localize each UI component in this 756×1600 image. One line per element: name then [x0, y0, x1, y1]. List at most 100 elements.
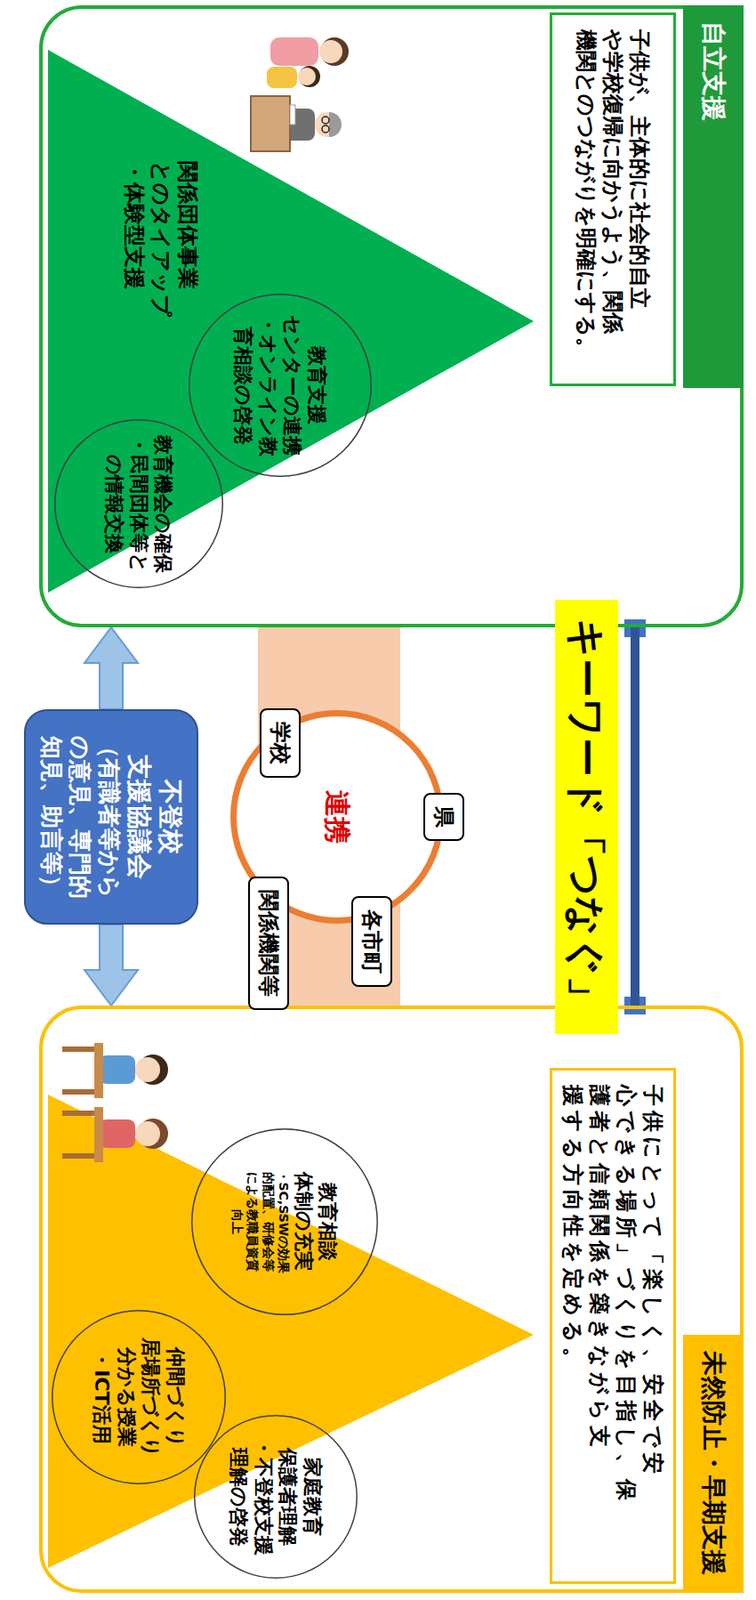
text-line: 子供にとって「楽しく、安全で安	[639, 1084, 667, 1567]
text-line: 向上	[229, 1169, 246, 1274]
partner-box: 関係機関等	[248, 876, 290, 1010]
support-panel: 未然防止・早期支援子供にとって「楽しく、安全で安 心できる場所」づくりを目指し、…	[39, 1005, 744, 1593]
council-box: 不登校 支援協議会（有識者等から の意見、専門的 知見、助言等）	[24, 708, 200, 925]
desk	[94, 1042, 104, 1098]
panel-header-tab: 未然防止・早期支援	[683, 1334, 744, 1593]
desk-leg	[62, 1088, 95, 1094]
text-line: 心できる場所」づくりを目指し、保	[612, 1084, 640, 1567]
text-line: ・体験型支援	[120, 160, 148, 317]
circle-text-holder: 家庭教育 保護者理解 ・不登校支援 理解の啓発	[226, 1437, 325, 1555]
text-line: 分かる授業	[114, 1336, 140, 1457]
text-block: 仲間づくり 居場所づくり 分かる授業 ・ICT活用	[89, 1336, 188, 1457]
partner-box: 学校	[259, 707, 301, 778]
students-illustration	[62, 1042, 169, 1162]
text-line: 自立支援	[698, 21, 729, 121]
text-line: ・オンライン教	[256, 314, 282, 457]
text-line: センターの連携	[280, 314, 306, 457]
circle-text-holder: 教育支援 センターの連携 ・オンライン教 育相談の啓発	[231, 314, 330, 457]
yellow-pyramid	[48, 1093, 534, 1568]
text-line: 居場所づくり	[138, 1336, 164, 1457]
circle-outline	[188, 293, 372, 477]
text-block: 関係団体事業 とのタイアップ ・体験型支援	[120, 160, 202, 317]
text-line: や学校復帰に向かうよう、関係	[599, 29, 627, 370]
text-line: ・民間団体等と	[127, 434, 153, 573]
text-line: ・SC,SSWの効果	[275, 1169, 292, 1274]
text-block: 関係機関等	[255, 888, 282, 998]
text-line: 保護者理解	[275, 1437, 301, 1555]
keyword-banner: キーワード「つなぐ」	[555, 599, 620, 1034]
green-pyramid	[48, 49, 534, 593]
text-line: の意見、専門的	[65, 733, 96, 900]
text-line: 関係団体事業	[174, 160, 202, 317]
circle-shape	[192, 1128, 378, 1315]
circle-text-holder: 仲間づくり 居場所づくり 分かる授業 ・ICT活用	[89, 1336, 188, 1457]
partner-box: 各市町	[351, 895, 393, 987]
text-block: 教育支援 センターの連携 ・オンライン教 育相談の啓発	[231, 314, 330, 457]
panel-header-tab: 自立支援	[683, 5, 744, 388]
desk-leg	[62, 1045, 95, 1052]
text-line: 各市町	[358, 908, 386, 974]
measure-circle: 仲間づくり 居場所づくり 分かる授業 ・ICT活用	[51, 1309, 226, 1484]
link-bar	[630, 627, 640, 1006]
text-line: （有識者等から	[95, 733, 125, 900]
text-line: 支援協議会	[123, 733, 155, 900]
circle-shape	[52, 1310, 226, 1484]
advice-arrow	[84, 924, 138, 1006]
text-line: 体制の充実	[291, 1171, 317, 1271]
text-block: ・SC,SSWの効果 的配置、研修会等 による教職員資質 向上	[229, 1169, 292, 1274]
text-line: 護者と信頼関係を築きながら支	[586, 1084, 613, 1567]
text-block: キーワード「つなぐ」	[562, 617, 612, 1016]
text-line: による教職員資質	[244, 1169, 261, 1274]
text-line: 不登校	[154, 733, 186, 900]
text-line: 教育機会の確保	[151, 434, 177, 573]
text-line: 知見、助言等）	[37, 733, 67, 900]
text-line: 学校	[266, 720, 294, 765]
measure-circle: 教育支援 センターの連携 ・オンライン教 育相談の啓発	[188, 293, 372, 477]
measure-circle: 家庭教育 保護者理解 ・不登校支援 理解の啓発	[193, 1414, 358, 1578]
support-panel: 自立支援 子供が、主体的に社会的自立 や学校復帰に向かうよう、関係 機関とのつなが…	[39, 5, 744, 628]
circle-outline	[193, 1414, 358, 1578]
body	[270, 37, 319, 66]
text-line: キーワード「つなぐ」	[562, 617, 612, 1016]
text-line: 仲間づくり	[163, 1336, 189, 1457]
partner-box: 県	[423, 792, 465, 841]
text-line: 的配置、研修会等	[260, 1169, 277, 1274]
text-line: 県	[430, 804, 458, 829]
desk-leg	[62, 1152, 95, 1159]
text-block: 子供が、主体的に社会的自立 や学校復帰に向かうよう、関係 機関とのつながりを明確…	[572, 29, 653, 370]
text-block: 未然防止・早期支援	[698, 1350, 729, 1575]
glasses	[321, 116, 330, 124]
circle-outline	[51, 1309, 226, 1484]
text-line: 教育相談	[315, 1171, 341, 1271]
text-line: とのタイアップ	[147, 160, 175, 317]
measure-circle: 教育相談 体制の充実・SC,SSWの効果 的配置、研修会等 による教職員資質 向…	[191, 1127, 378, 1315]
desk	[94, 1106, 104, 1162]
face	[319, 40, 343, 64]
body	[99, 1118, 136, 1148]
hair	[298, 65, 321, 88]
text-line: 関係機関等	[255, 888, 282, 998]
text-block: 教育機会の確保 ・民間団体等と の情報交換	[102, 434, 177, 573]
text-line: 理解の啓発	[226, 1437, 252, 1555]
text-line: 連携	[321, 789, 355, 844]
circle-shape	[55, 419, 224, 588]
circle-text-holder: 教育機会の確保 ・民間団体等と の情報交換	[102, 434, 177, 573]
hair	[320, 37, 349, 66]
face	[135, 1056, 161, 1082]
text-line: 機関とのつながりを明確にする。	[572, 29, 600, 370]
text-block: 子供にとって「楽しく、安全で安 心できる場所」づくりを目指し、保 護者と信頼関係…	[559, 1084, 667, 1567]
text-block: （有識者等から の意見、専門的 知見、助言等）	[37, 733, 125, 900]
circle-text-holder: 教育相談 体制の充実・SC,SSWの効果 的配置、研修会等 による教職員資質 向…	[229, 1169, 341, 1274]
face	[135, 1120, 161, 1146]
advice-arrow	[84, 627, 138, 709]
consultation-illustration	[250, 37, 349, 152]
face	[297, 67, 316, 86]
text-line: 育相談の啓発	[231, 314, 257, 457]
measure-circle: 教育機会の確保 ・民間団体等と の情報交換	[54, 418, 224, 588]
body	[266, 66, 298, 89]
description-box: 子供が、主体的に社会的自立 や学校復帰に向かうよう、関係 機関とのつながりを明確…	[549, 12, 676, 387]
circle-text-holder: 連携	[321, 789, 355, 844]
text-block: 学校	[266, 720, 294, 765]
paper	[289, 104, 296, 125]
